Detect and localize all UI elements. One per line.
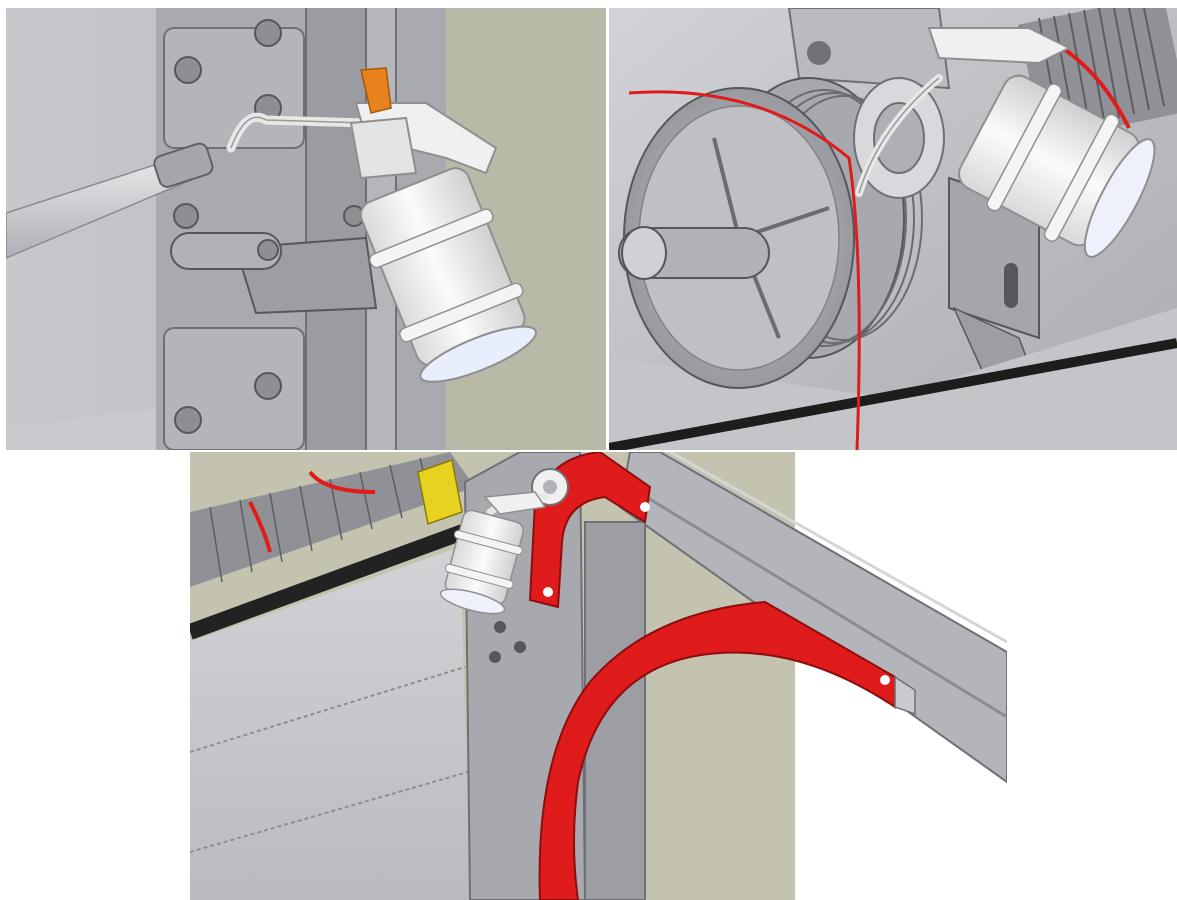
- oil-can-base: [1083, 138, 1156, 258]
- hinge-plate-upper: [163, 19, 305, 149]
- door-panels: [190, 547, 470, 900]
- oil-can: [855, 27, 1156, 258]
- warning-tag: [417, 459, 463, 525]
- panel-hinge-oiling: [6, 8, 606, 450]
- oil-can-base: [439, 588, 506, 615]
- bearing-bracket: [787, 8, 951, 90]
- panel-track-oiling: [190, 452, 1007, 900]
- oil-can-handle: [927, 27, 1072, 65]
- oil-can-handle: [483, 491, 547, 515]
- oil-can: [226, 67, 537, 383]
- cable-drum-oiling-illustration: [609, 8, 1177, 450]
- torsion-spring: [190, 452, 475, 587]
- oil-can-base: [419, 325, 537, 383]
- oil-can-nozzle-tip: [360, 67, 392, 114]
- spring-marker-line: [248, 501, 272, 553]
- panel-cable-drum-oiling: [609, 8, 1177, 450]
- hinge-oiling-illustration: [6, 8, 606, 450]
- lift-cable: [628, 90, 861, 450]
- hinge-plate-lower: [163, 327, 305, 450]
- track-oiling-illustration: [190, 452, 1007, 900]
- oil-can: [439, 491, 549, 615]
- curved-track-lower: [538, 600, 896, 900]
